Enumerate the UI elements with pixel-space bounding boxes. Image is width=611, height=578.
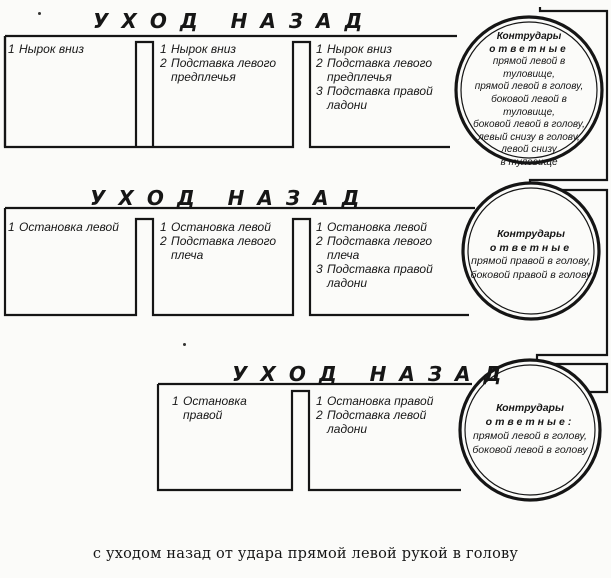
counter-circle-2 — [461, 181, 601, 321]
counter-line: прямой левой в голову, — [474, 81, 584, 93]
diagram-1-counterstrikes: Контрудары ответные прямой левой в тулов… — [466, 31, 592, 170]
counter-heading: Контрудары — [497, 228, 565, 240]
counter-line: боковой левой в туловище, — [491, 93, 567, 118]
counter-line: прямой левой в голову, — [473, 430, 587, 442]
counter-line: левой снизу — [501, 144, 557, 156]
counter-line: прямой левой в туловище, — [492, 56, 566, 80]
counter-circle-3-inner — [464, 364, 596, 496]
counter-subheading: ответные — [489, 241, 573, 254]
diagram-1-title: УХОД НАЗАД — [93, 9, 376, 33]
diagram-2-title: УХОД НАЗАД — [90, 186, 373, 210]
counter-line: боковой левой в голову, — [473, 119, 585, 131]
band-3-outline — [156, 382, 472, 492]
counter-heading: Контрудары — [496, 402, 564, 414]
figure-caption: с уходом назад от удара прямой левой рук… — [92, 546, 519, 562]
band-2-outline — [3, 206, 475, 317]
counter-line: боковой правой в голову — [470, 268, 592, 281]
counter-circle-2-inner — [467, 187, 595, 315]
right-bracket — [528, 7, 609, 394]
band-1-outline — [3, 34, 457, 149]
counter-subheading: ответные — [489, 43, 569, 55]
counter-circle-1 — [454, 15, 604, 165]
counter-line: в туловище — [500, 156, 558, 168]
counter-circle-3 — [458, 358, 602, 502]
print-speck — [183, 343, 186, 346]
counter-circle-1-inner — [460, 21, 598, 159]
counter-line: боковой левой в голову — [472, 444, 588, 456]
diagram-2-counterstrikes: Контрудары ответные прямой правой в голо… — [469, 228, 593, 282]
diagram-3-title: УХОД НАЗАД — [232, 362, 515, 386]
print-speck — [38, 12, 41, 15]
counter-line: левый снизу в голову, — [478, 131, 580, 143]
counter-subheading: ответные: — [485, 416, 575, 428]
diagram-3-counterstrikes: Контрудары ответные: прямой левой в голо… — [467, 401, 593, 457]
counter-line: прямой правой в голову, — [471, 255, 591, 267]
counter-heading: Контрудары — [496, 31, 562, 42]
